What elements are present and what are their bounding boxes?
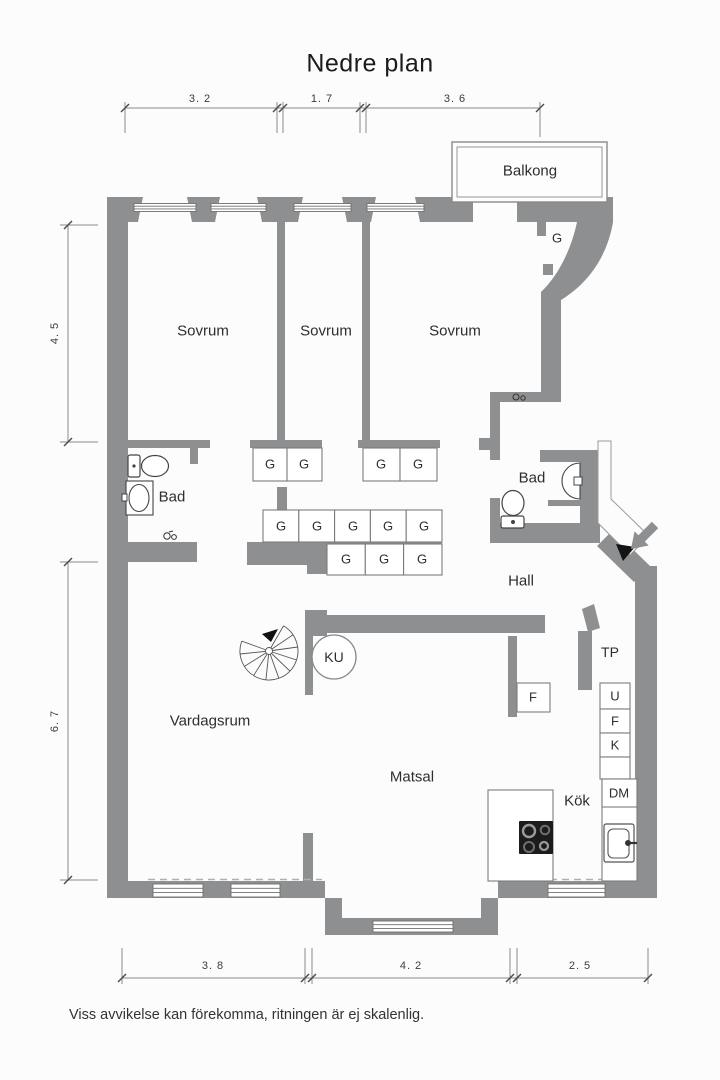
ku-circle: [311, 634, 357, 680]
wardrobe-label-8: G: [382, 518, 394, 534]
wardrobe-cells: [252, 447, 638, 882]
disclaimer-text: Viss avvikelse kan förekomma, ritningen …: [69, 1007, 425, 1023]
room-label-sovrum-2: Sovrum: [300, 322, 352, 340]
appliance-label-dm: DM: [608, 785, 630, 801]
dim-label-left-2: 6. 7: [49, 709, 61, 733]
door-swing-arrow-icon: [616, 544, 635, 561]
room-label-vardagsrum: Vardagsrum: [169, 712, 251, 730]
appliance-label-k: K: [610, 737, 620, 753]
wardrobe-label-10: G: [340, 551, 352, 567]
room-label-sovrum-1: Sovrum: [177, 322, 229, 340]
dim-label-top-1: 3. 2: [188, 93, 212, 105]
sink-icon-right: [561, 462, 583, 500]
dim-label-left-1: 4. 5: [49, 321, 61, 345]
dim-label-bottom-3: 2. 5: [568, 960, 592, 972]
wardrobe-label-2: G: [298, 456, 310, 472]
room-label-hall: Hall: [508, 572, 534, 590]
wardrobe-label-11: G: [378, 551, 390, 567]
wardrobe-label-12: G: [416, 551, 428, 567]
kitchen-sink-icon: [603, 823, 637, 863]
wardrobe-label-corner: G: [551, 230, 563, 246]
window-icon: [133, 203, 425, 212]
bottom-windows: [152, 883, 606, 933]
room-label-bad-left: Bad: [158, 488, 186, 506]
dimension-ticks: [63, 103, 653, 983]
entry-arrow-icon: [631, 521, 659, 549]
page-title: Nedre plan: [306, 49, 434, 78]
wardrobe-label-5: G: [275, 518, 287, 534]
balcony-outline: [451, 141, 608, 203]
tap-icon-right: [512, 393, 526, 401]
room-label-tp: TP: [601, 644, 619, 660]
tap-icon-left: [163, 530, 177, 540]
spiral-staircase-icon: [239, 625, 299, 681]
wardrobe-label-7: G: [347, 518, 359, 534]
appliance-label-u: U: [610, 688, 620, 704]
room-label-matsal: Matsal: [389, 768, 435, 786]
dim-label-bottom-1: 3. 8: [201, 960, 225, 972]
dim-label-top-3: 3. 6: [443, 93, 467, 105]
dim-label-top-2: 1. 7: [310, 93, 334, 105]
room-label-balkong: Balkong: [502, 162, 558, 180]
room-label-ku: KU: [324, 649, 344, 665]
stove-icon: [519, 821, 553, 854]
room-label-sovrum-3: Sovrum: [429, 322, 481, 340]
wardrobe-label-6: G: [311, 518, 323, 534]
wardrobe-label-9: G: [418, 518, 430, 534]
appliance-label-f: F: [611, 713, 619, 729]
wardrobe-label-3: G: [375, 456, 387, 472]
wardrobe-label-1: G: [264, 456, 276, 472]
toilet-icon-left: [127, 454, 170, 478]
dim-label-bottom-2: 4. 2: [399, 960, 423, 972]
room-label-kok: Kök: [564, 792, 590, 810]
toilet-icon-right: [500, 489, 525, 529]
sink-icon-left: [121, 480, 154, 516]
wardrobe-label-4: G: [412, 456, 424, 472]
room-label-bad-right: Bad: [518, 469, 546, 487]
closet-label-f: F: [529, 689, 537, 705]
